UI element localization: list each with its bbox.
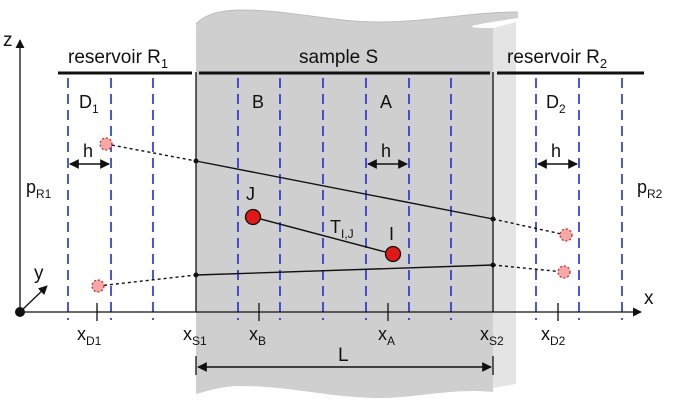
cell-D2-label: D2 — [546, 92, 566, 116]
pressure-right-label: pR2 — [637, 177, 663, 201]
x-axis-label: x — [644, 288, 654, 309]
origin-dot — [15, 307, 25, 317]
upper-line — [195, 160, 494, 220]
boundary-point — [490, 262, 496, 268]
slab-top-edge — [195, 9, 519, 25]
tick-label-xA: xA — [378, 324, 395, 348]
cell-B-label: B — [252, 92, 264, 112]
slab-side-face — [493, 22, 516, 388]
connection-J-I — [252, 216, 394, 255]
tick-label-xS2: xS2 — [480, 324, 504, 348]
cell-A-label: A — [380, 92, 392, 112]
axes — [15, 39, 642, 317]
node-I-label: I — [389, 224, 394, 244]
h-label-left: h — [83, 141, 93, 161]
tick-label-xD1: xD1 — [77, 324, 102, 348]
cell-D1-label: D1 — [79, 92, 99, 116]
y-axis — [19, 285, 48, 313]
reservoir2-label: reservoir R2 — [507, 47, 607, 71]
tick-label-xD2: xD2 — [541, 324, 566, 348]
upper-left-extension — [105, 143, 197, 162]
x-ticks — [96, 303, 559, 321]
tick-label-xB: xB — [249, 324, 266, 348]
sample-slab — [195, 9, 519, 398]
reservoir1-label: reservoir R1 — [68, 47, 168, 71]
ghost-point-lower-left — [91, 279, 105, 293]
upper-right-extension — [492, 218, 567, 236]
h-label-middle: h — [381, 141, 391, 161]
boundary-point — [193, 158, 199, 164]
pressure-left-label: pR1 — [26, 177, 52, 201]
sample-label: sample S — [299, 47, 378, 68]
h-label-right: h — [551, 141, 561, 161]
ghost-point-upper-left — [99, 137, 113, 151]
ghost-points — [91, 137, 573, 293]
transmissibility-label: TI,J — [330, 217, 354, 241]
boundary-point — [193, 272, 199, 278]
length-label: L — [338, 345, 349, 366]
node-J-label: J — [246, 184, 255, 204]
ghost-point-upper-right — [559, 228, 573, 242]
y-axis-label: y — [34, 263, 44, 284]
lower-line — [195, 264, 494, 276]
dotted-extensions — [97, 143, 567, 287]
tick-label-xS1: xS1 — [183, 324, 207, 348]
slab-front-face — [196, 10, 518, 398]
ghost-point-lower-right — [557, 265, 571, 279]
node-J — [244, 208, 262, 226]
z-axis-label: z — [3, 30, 13, 51]
node-I — [384, 245, 402, 263]
lower-left-extension — [97, 274, 197, 287]
boundary-point — [490, 216, 496, 222]
